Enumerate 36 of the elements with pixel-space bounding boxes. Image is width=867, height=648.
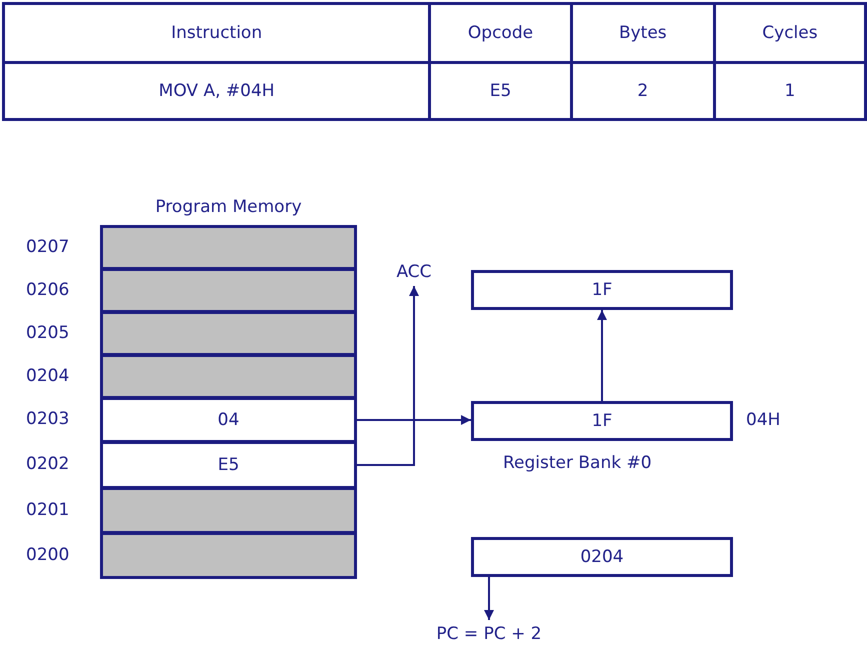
memory-cell (100, 311, 357, 356)
register-bank-caption: Register Bank #0 (503, 453, 652, 473)
memory-heading: Program Memory (154, 197, 303, 217)
arrow (357, 415, 471, 425)
address-label: 0201 (26, 500, 70, 520)
memory-cell (100, 354, 357, 399)
table-cell: 2 (571, 62, 714, 120)
pc-update-label: PC = PC + 2 (433, 622, 545, 646)
memory-cell (100, 487, 357, 534)
memory-cell: 04 (100, 397, 357, 443)
arrow (357, 286, 419, 466)
address-label: 0202 (26, 454, 70, 474)
table-header-cell: Cycles (714, 4, 866, 62)
table-cell: MOV A, #04H (4, 62, 430, 120)
arrow (484, 577, 494, 620)
memory-cell: E5 (100, 441, 357, 489)
address-label: 0203 (26, 409, 70, 429)
address-label: 0205 (26, 322, 70, 342)
arrow (597, 310, 607, 401)
table-header-cell: Instruction (4, 4, 430, 62)
table-cell: 1 (714, 62, 866, 120)
memory-cell (100, 268, 357, 313)
address-label: 04H (746, 410, 780, 430)
table-cell: E5 (430, 62, 572, 120)
address-label: 0200 (26, 544, 70, 564)
program-counter-box: 0204 (471, 537, 733, 577)
address-label: 0207 (26, 236, 70, 256)
register-box: 1F (471, 401, 733, 441)
register-box: 1F (471, 270, 733, 310)
address-label: 0204 (26, 366, 70, 386)
table-header-cell: Bytes (571, 4, 714, 62)
memory-cell (100, 225, 357, 270)
table-header-cell: Opcode (430, 4, 572, 62)
accumulator-label: ACC (390, 260, 438, 284)
memory-cell (100, 532, 357, 579)
address-label: 0206 (26, 280, 70, 300)
